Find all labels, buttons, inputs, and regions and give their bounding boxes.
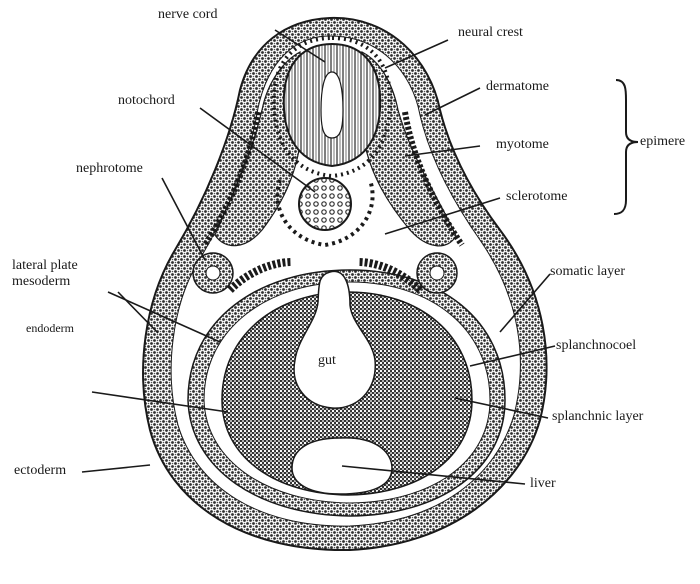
label-nerve-cord: nerve cord	[158, 8, 217, 22]
label-dermatome: dermatome	[486, 80, 549, 94]
nephrotome-right	[417, 253, 457, 293]
liver-lumen	[292, 438, 392, 494]
label-gut: gut	[318, 354, 336, 368]
label-endoderm: endoderm	[26, 322, 74, 334]
label-neural-crest: neural crest	[458, 26, 523, 40]
label-splanchnocoel: splanchnocoel	[556, 339, 636, 353]
label-lateral-plate-mesoderm: lateral plate mesoderm	[12, 258, 120, 290]
label-nephrotome: nephrotome	[76, 162, 143, 176]
label-liver: liver	[530, 477, 556, 491]
label-epimere: epimere	[640, 135, 685, 149]
label-somatic-layer: somatic layer	[550, 265, 625, 279]
label-myotome: myotome	[496, 138, 549, 152]
label-ectoderm: ectoderm	[14, 464, 66, 478]
label-notochord: notochord	[118, 94, 175, 108]
label-splanchnic-layer: splanchnic layer	[552, 410, 643, 424]
epimere-bracket	[614, 80, 638, 214]
neural-canal	[321, 72, 343, 138]
label-sclerotome: sclerotome	[506, 190, 567, 204]
nephrotome-left	[193, 253, 233, 293]
